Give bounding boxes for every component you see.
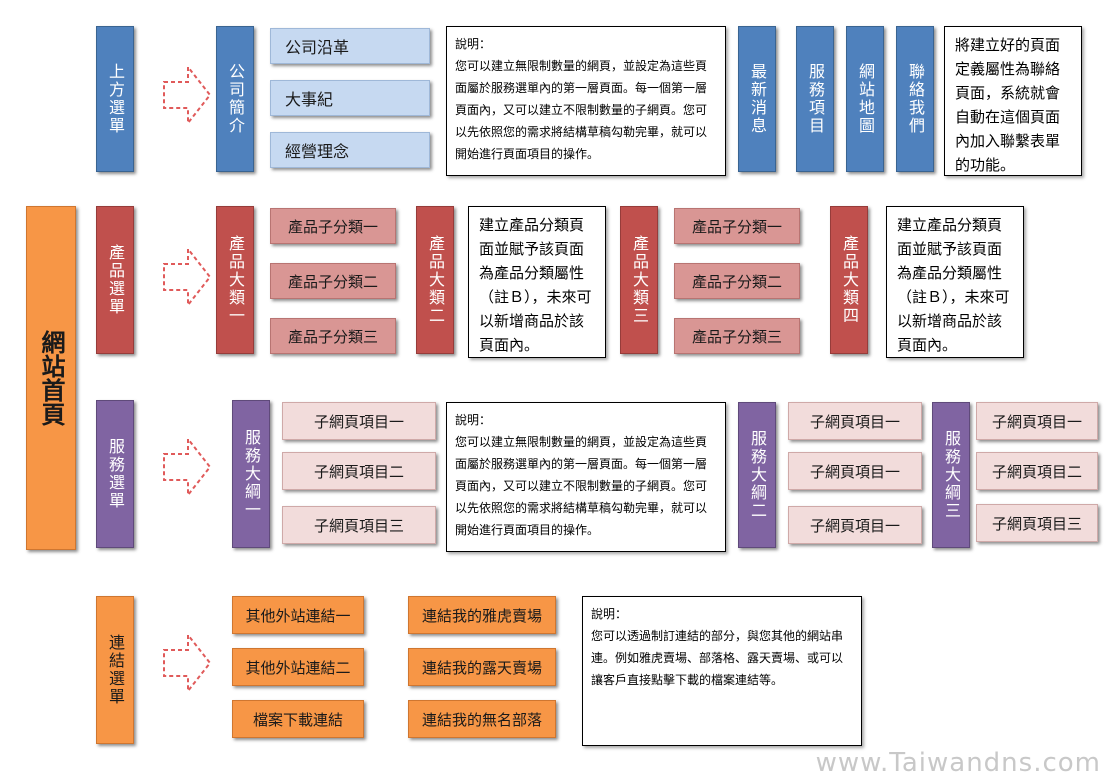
service-subpage3-box: 子網頁項目三 <box>282 506 436 544</box>
ruten-store-link-box: 連結我的露天賣場 <box>408 648 556 686</box>
product-cat4-box: 產品大類四 <box>830 206 868 354</box>
company-history-box: 公司沿革 <box>270 28 430 64</box>
contact-note-text: 將建立好的頁面定義屬性為聯絡頁面，系統就會自動在這個頁面內加入聯繫表單的功能。 <box>955 36 1061 174</box>
service-subpage3-box: 子網頁項目三 <box>976 504 1098 542</box>
product-subcat2-box: 產品子分類二 <box>674 263 800 299</box>
arrow-icon <box>163 246 212 308</box>
top-note-text: 說明： 您可以建立無限制數量的網頁，並設定為這些頁面屬於服務選單內的第一層頁面。… <box>455 37 708 161</box>
service-menu-box: 服務選單 <box>96 400 134 548</box>
product-cat2-box: 產品大類二 <box>416 206 454 354</box>
product-menu-box: 產品選單 <box>96 206 134 354</box>
file-download-link-box: 檔案下載連結 <box>232 700 364 738</box>
service-outline2-box: 服務大綱二 <box>738 402 776 548</box>
link-note-text: 說明： 您可以透過制訂連結的部分，與您其他的網站串連。例如雅虎賣場、部落格、露天… <box>591 607 844 687</box>
company-intro-box: 公司簡介 <box>216 26 254 172</box>
service-subpage2-box: 子網頁項目二 <box>976 452 1098 490</box>
arrow-icon <box>163 632 212 694</box>
product-cat1-box: 產品大類一 <box>216 206 254 354</box>
service-subpage1-box: 子網頁項目一 <box>788 452 922 490</box>
news-box: 最新消息 <box>738 26 776 172</box>
wretch-blog-link-box: 連結我的無名部落 <box>408 700 556 738</box>
contact-note: 將建立好的頁面定義屬性為聯絡頁面，系統就會自動在這個頁面內加入聯繫表單的功能。 <box>944 26 1082 176</box>
product-subcat1-box: 產品子分類一 <box>674 208 800 244</box>
product-cat3-box: 產品大類三 <box>620 206 658 354</box>
product-note-2-text: 建立產品分類頁面並賦予該頁面為產品分類屬性（註Ｂ），未來可以新增商品於該頁面內。 <box>897 216 1010 354</box>
product-subcat2-box: 產品子分類二 <box>270 263 396 299</box>
philosophy-box: 經營理念 <box>270 132 430 168</box>
services-box: 服務項目 <box>796 26 834 172</box>
product-note-1-text: 建立產品分類頁面並賦予該頁面為產品分類屬性（註Ｂ），未來可以新增商品於該頁面內。 <box>479 216 592 354</box>
service-subpage1-box: 子網頁項目一 <box>282 402 436 440</box>
service-note: 說明： 您可以建立無限制數量的網頁，並設定為這些頁面屬於服務選單內的第一層頁面。… <box>446 402 726 552</box>
top-menu-box: 上方選單 <box>96 26 134 172</box>
contact-box: 聯絡我們 <box>896 26 934 172</box>
service-subpage1-box: 子網頁項目一 <box>788 506 922 544</box>
external-link2-box: 其他外站連結二 <box>232 648 364 686</box>
service-subpage1-box: 子網頁項目一 <box>788 402 922 440</box>
product-note-2: 建立產品分類頁面並賦予該頁面為產品分類屬性（註Ｂ），未來可以新增商品於該頁面內。 <box>886 206 1024 358</box>
service-subpage2-box: 子網頁項目二 <box>282 452 436 490</box>
external-link1-box: 其他外站連結一 <box>232 596 364 634</box>
milestones-box: 大事紀 <box>270 80 430 116</box>
arrow-icon <box>163 64 212 126</box>
link-note: 說明： 您可以透過制訂連結的部分，與您其他的網站串連。例如雅虎賣場、部落格、露天… <box>582 596 862 746</box>
arrow-icon <box>163 436 212 498</box>
sitemap-box: 網站地圖 <box>846 26 884 172</box>
home-box: 網站首頁 <box>26 206 76 550</box>
link-menu-box: 連結選單 <box>96 596 134 744</box>
yahoo-store-link-box: 連結我的雅虎賣場 <box>408 596 556 634</box>
product-note-1: 建立產品分類頁面並賦予該頁面為產品分類屬性（註Ｂ），未來可以新增商品於該頁面內。 <box>468 206 606 358</box>
product-subcat1-box: 產品子分類一 <box>270 208 396 244</box>
watermark: www.Taiwandns.com <box>815 748 1101 778</box>
service-outline3-box: 服務大綱三 <box>932 402 970 548</box>
service-note-text: 說明： 您可以建立無限制數量的網頁，並設定為這些頁面屬於服務選單內的第一層頁面。… <box>455 413 708 537</box>
product-subcat3-box: 產品子分類三 <box>674 318 800 354</box>
top-note: 說明： 您可以建立無限制數量的網頁，並設定為這些頁面屬於服務選單內的第一層頁面。… <box>446 26 726 176</box>
product-subcat3-box: 產品子分類三 <box>270 318 396 354</box>
service-subpage1-box: 子網頁項目一 <box>976 402 1098 440</box>
service-outline1-box: 服務大綱一 <box>232 400 270 548</box>
